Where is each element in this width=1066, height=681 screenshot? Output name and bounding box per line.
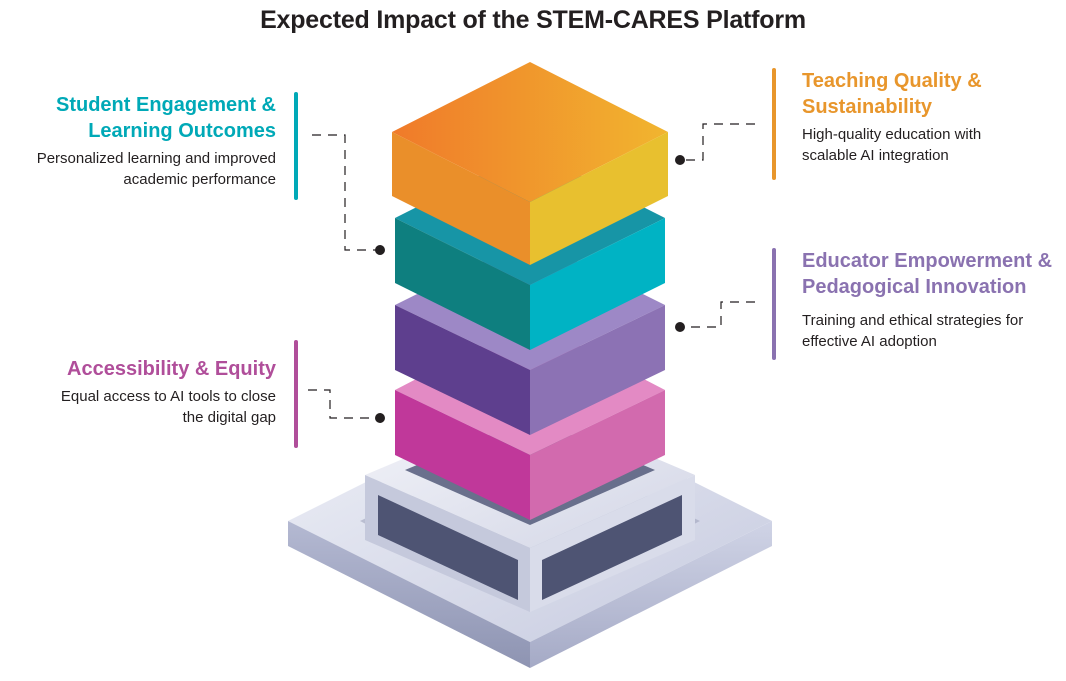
connector-student (312, 134, 380, 251)
callout-description: Equal access to AI tools to close (60, 388, 276, 405)
callout-title: Teaching Quality & (802, 70, 982, 92)
callout-accessibility-equity: Accessibility & Equity Equal access to A… (0, 340, 298, 448)
callout-description: academic performance (123, 171, 276, 188)
callout-title: Educator Empowerment & (802, 250, 1053, 272)
callout-description: effective AI adoption (802, 333, 937, 350)
connector-teaching (680, 123, 755, 161)
callout-educator-empowerment: Educator Empowerment & Pedagogical Innov… (772, 248, 1066, 360)
connector-educator-dot (675, 322, 685, 332)
callout-title: Pedagogical Innovation (802, 276, 1027, 298)
layer-teaching (392, 62, 668, 265)
callout-accent-bar (772, 248, 776, 360)
connector-teaching-dot (675, 155, 685, 165)
callout-student-engagement: Student Engagement & Learning Outcomes P… (0, 92, 298, 200)
callout-description: scalable AI integration (802, 147, 949, 164)
page-title: Expected Impact of the STEM-CARES Platfo… (260, 6, 806, 34)
connector-accessibility-dot (375, 413, 385, 423)
callout-accent-bar (772, 68, 776, 180)
callout-teaching-quality: Teaching Quality & Sustainability High-q… (772, 68, 1066, 180)
callout-description: High-quality education with (802, 126, 982, 143)
callout-accent-bar (294, 92, 298, 200)
callout-accent-bar (294, 340, 298, 448)
callout-title: Accessibility & Equity (67, 358, 276, 380)
callout-description: the digital gap (182, 409, 276, 426)
callout-title: Sustainability (802, 96, 933, 118)
callout-title: Learning Outcomes (88, 120, 276, 142)
callout-description: Training and ethical strategies for (802, 312, 1024, 329)
connector-student-dot (375, 245, 385, 255)
connector-accessibility (308, 389, 380, 419)
callout-description: Personalized learning and improved (36, 150, 276, 167)
callout-title: Student Engagement & (55, 94, 276, 116)
connector-educator (680, 301, 755, 328)
